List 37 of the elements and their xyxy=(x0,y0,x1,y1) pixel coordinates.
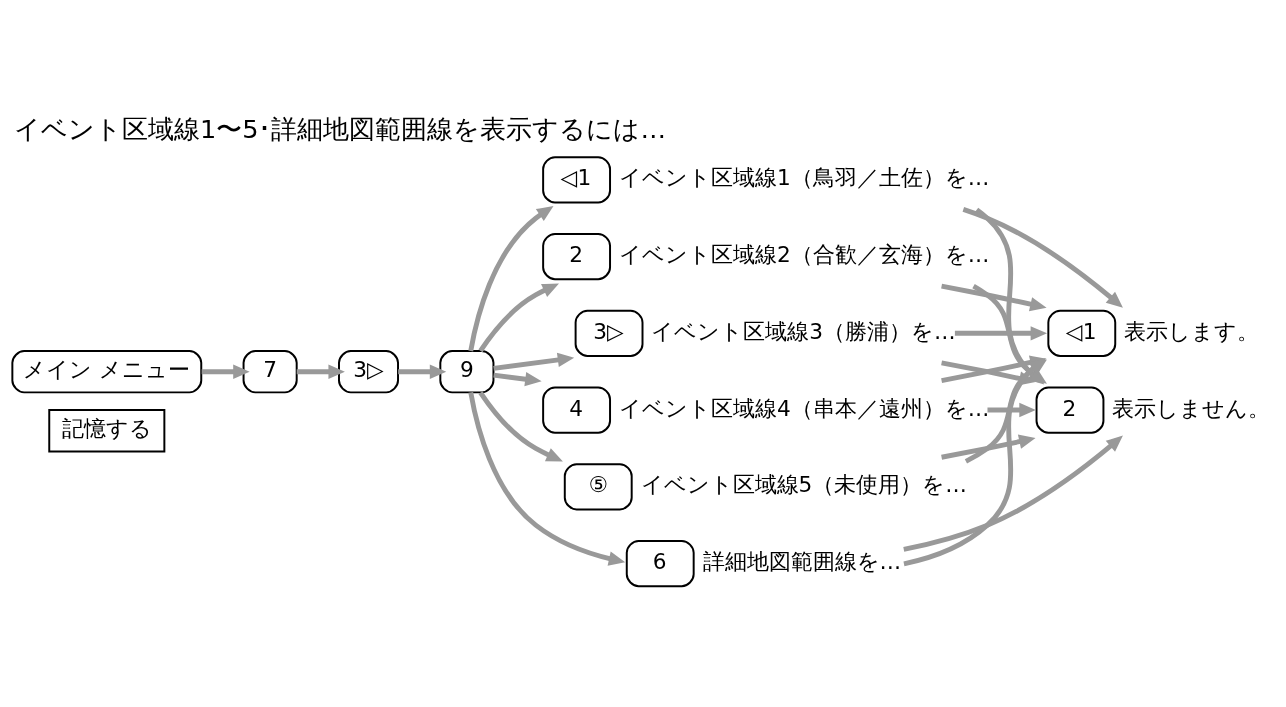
node-box: 2 xyxy=(1035,386,1105,434)
arrow xyxy=(478,391,563,462)
node-box: 3▷ xyxy=(338,350,399,394)
node-box: ⑤ xyxy=(563,463,633,511)
node-box: 記憶する xyxy=(48,409,166,453)
arrow xyxy=(493,372,542,387)
arrow xyxy=(941,434,1036,460)
arrow xyxy=(954,326,1048,341)
node-label: イベント区域線2（合歓／玄海）を… xyxy=(618,242,990,268)
arrow xyxy=(903,435,1123,552)
diagram-title: イベント区域線1〜5･詳細地図範囲線を表示するには… xyxy=(13,114,667,145)
arrow xyxy=(941,283,1047,312)
node-label: 表示しません。 xyxy=(1112,395,1271,421)
node-box: ◁1 xyxy=(1047,309,1117,357)
arrow xyxy=(478,283,559,353)
arrow xyxy=(987,402,1036,418)
arrow xyxy=(468,206,554,352)
node-box: ◁1 xyxy=(542,156,612,204)
arrow xyxy=(468,391,626,566)
node-box: 3▷ xyxy=(574,309,644,357)
node-box: 9 xyxy=(439,350,495,394)
arrow xyxy=(296,364,345,379)
node-label: イベント区域線5（未使用）を… xyxy=(640,472,967,498)
node-box: メイン メニュー xyxy=(11,350,203,394)
node-label: イベント区域線4（串本／遠州）を… xyxy=(618,395,990,421)
node-label: 詳細地図範囲線を… xyxy=(702,549,902,575)
node-box: 7 xyxy=(242,350,298,394)
node-box: 2 xyxy=(542,232,612,281)
node-label: 表示します。 xyxy=(1124,318,1260,344)
node-box: 4 xyxy=(542,386,612,434)
arrow xyxy=(201,364,250,379)
arrow xyxy=(398,364,447,379)
node-label: イベント区域線3（勝浦）を… xyxy=(651,318,956,344)
node-box: 6 xyxy=(625,539,695,588)
node-label: イベント区域線1（鳥羽／土佐）を… xyxy=(618,165,990,191)
arrow xyxy=(493,352,575,371)
arrow xyxy=(962,207,1123,308)
